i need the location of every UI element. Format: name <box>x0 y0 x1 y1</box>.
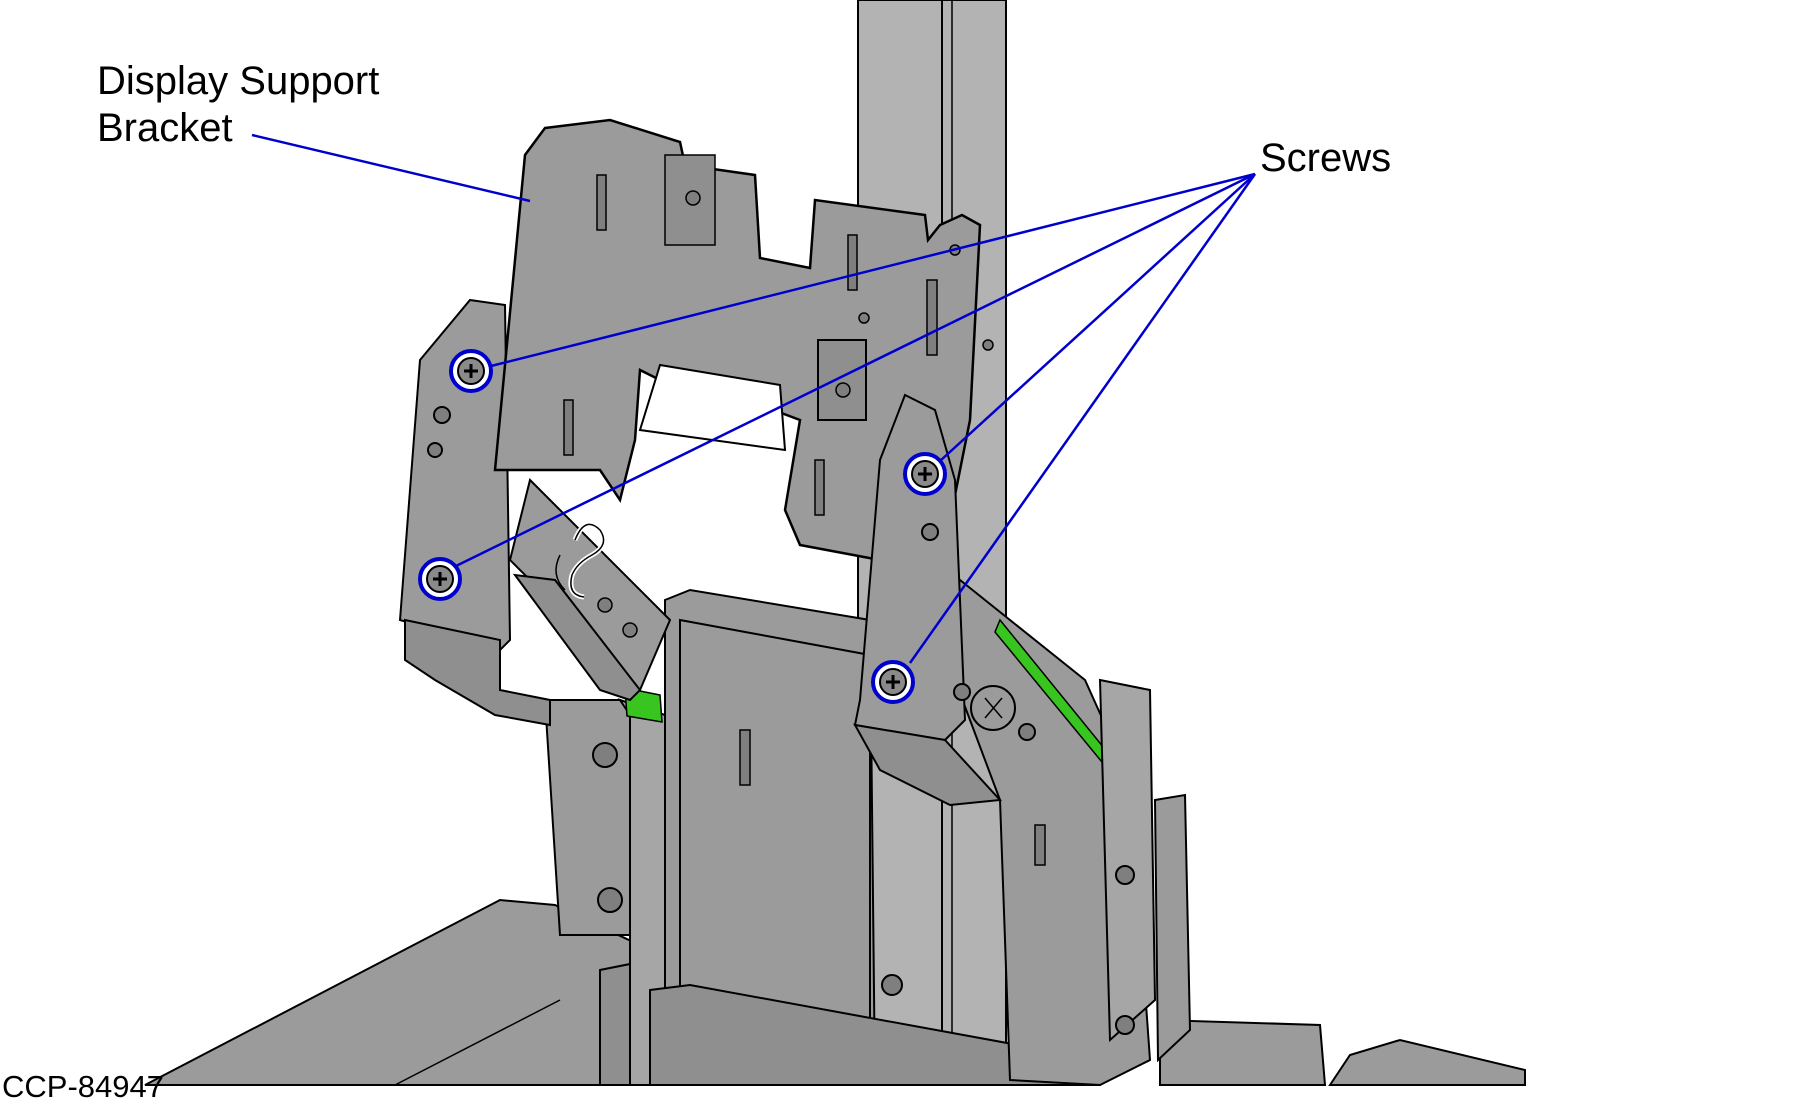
screw-head-icon <box>871 660 915 704</box>
display-support-bracket <box>493 118 994 572</box>
center-plate <box>649 588 1101 1086</box>
callout-lines <box>251 133 1257 664</box>
figure-id: CCP-84947 <box>2 1069 164 1104</box>
screws-label: Screws <box>1260 136 1392 180</box>
bracket-label-line2: Bracket <box>97 106 233 150</box>
display-support-bracket-label: Display Support Bracket <box>97 58 379 152</box>
screw-head-icon <box>418 557 462 601</box>
bracket-label-line1: Display Support <box>97 59 380 103</box>
left-hinge-arm <box>508 478 672 702</box>
screw-head-icon <box>903 452 947 496</box>
screw-head-icon <box>449 349 493 393</box>
